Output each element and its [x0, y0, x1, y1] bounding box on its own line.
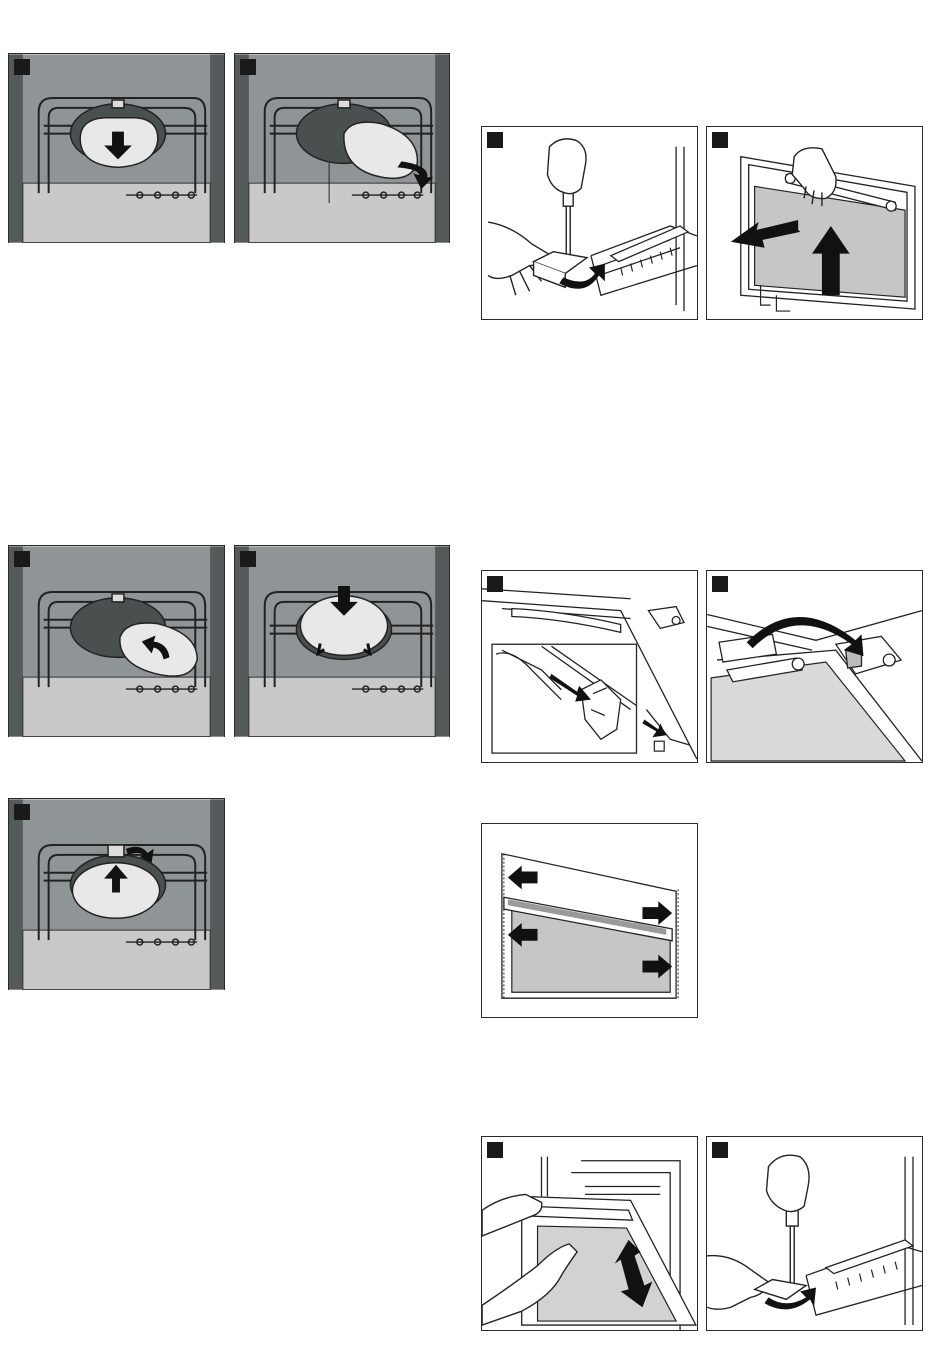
step-badge	[712, 132, 728, 148]
step-badge	[240, 59, 256, 75]
close-door-illustration	[482, 1137, 697, 1330]
step-badge	[712, 1142, 728, 1158]
figure-hook-in-hinge	[706, 570, 923, 763]
figure-door-align	[481, 823, 698, 1018]
hinge-icon	[648, 607, 684, 629]
screwdriver-icon	[786, 1204, 798, 1285]
step-badge	[487, 1142, 503, 1158]
step-badge	[240, 551, 256, 567]
fan-cover-rotate-out-illustration	[235, 54, 449, 243]
figure-screw-door	[706, 1136, 923, 1331]
fan-cover-lock-illustration	[9, 799, 224, 990]
figure-fan-cover-lock	[8, 798, 225, 990]
fan-cover-press-illustration	[9, 54, 224, 243]
hinge-icon	[836, 636, 901, 674]
lift-glass-out-illustration	[707, 127, 922, 319]
fan-cover-press-in-illustration	[235, 546, 449, 737]
step-badge	[14, 551, 30, 567]
figure-fan-cover-rotate-out	[234, 53, 450, 243]
figure-fan-cover-rotate-in	[8, 545, 225, 737]
hook-in-hinge-illustration	[707, 571, 922, 762]
screw-door-illustration	[707, 1137, 922, 1330]
figure-hinge-detail	[481, 570, 698, 763]
figure-fan-cover-press	[8, 53, 225, 243]
hinge-detail-illustration	[482, 571, 697, 762]
step-badge	[487, 576, 503, 592]
screwdriver-icon	[563, 186, 573, 263]
figure-close-door	[481, 1136, 698, 1331]
door-align-illustration	[482, 824, 697, 1017]
figure-unscrew-door	[481, 126, 698, 320]
figure-fan-cover-press-in	[234, 545, 450, 737]
unscrew-door-illustration	[482, 127, 697, 319]
figure-lift-glass-out	[706, 126, 923, 320]
step-badge	[487, 132, 503, 148]
step-badge	[14, 804, 30, 820]
fan-cover-rotate-in-illustration	[9, 546, 224, 737]
step-badge	[712, 576, 728, 592]
step-badge	[14, 59, 30, 75]
